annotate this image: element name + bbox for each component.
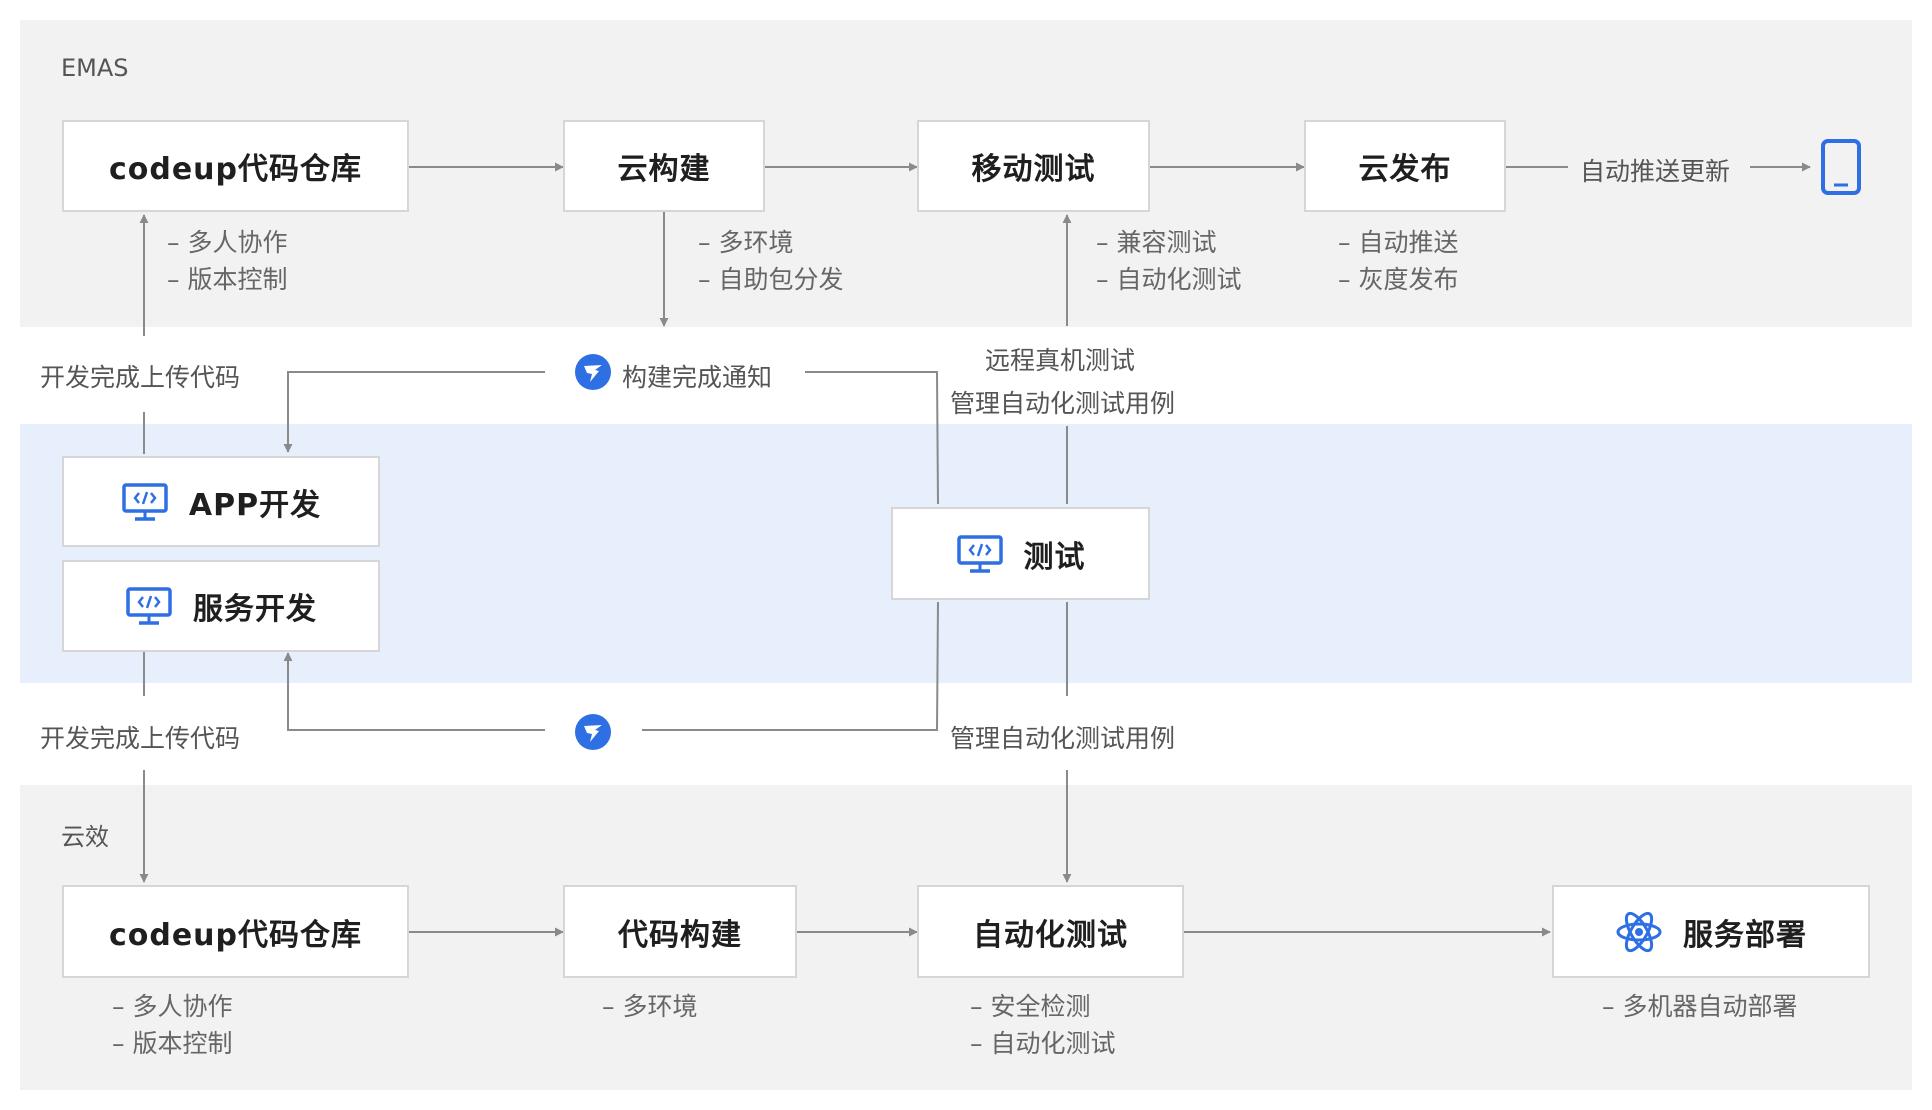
service-dev-node[interactable]: 服务开发 — [62, 560, 380, 652]
cloud-release-node[interactable]: 云发布 — [1304, 120, 1506, 212]
yunxiao-codeup-repo-label: codeup代码仓库 — [108, 917, 363, 953]
code-build-notes: 多环境 — [602, 988, 697, 1025]
code-build-node[interactable]: 代码构建 — [563, 885, 797, 978]
dingtalk-notify-icon — [575, 354, 611, 390]
build-notice-label: 构建完成通知 — [622, 363, 773, 392]
line-build-notice-to-test — [805, 371, 939, 505]
note-item: 版本控制 — [112, 1025, 232, 1062]
code-monitor-icon — [956, 534, 1004, 574]
note-item: 多机器自动部署 — [1602, 988, 1797, 1025]
test-node[interactable]: 测试 — [891, 507, 1150, 600]
code-build-label: 代码构建 — [618, 917, 742, 953]
atom-icon — [1615, 908, 1663, 956]
note-item: 多环境 — [698, 224, 843, 261]
arrow-bottom-notice-to-service-dev — [283, 652, 545, 731]
remote-device-test-label: 远程真机测试 — [985, 346, 1136, 375]
app-dev-node[interactable]: APP开发 — [62, 456, 380, 547]
emas-codeup-notes: 多人协作 版本控制 — [167, 224, 287, 298]
dingtalk-notify-icon — [575, 714, 611, 750]
arrow-build-notice-to-app-dev — [283, 371, 545, 453]
note-item: 兼容测试 — [1096, 224, 1241, 261]
yunxiao-band-label: 云效 — [61, 823, 109, 851]
emas-codeup-repo-node[interactable]: codeup代码仓库 — [62, 120, 409, 212]
mobile-test-notes: 兼容测试 自动化测试 — [1096, 224, 1241, 298]
yunxiao-codeup-repo-node[interactable]: codeup代码仓库 — [62, 885, 409, 978]
note-item: 自助包分发 — [698, 261, 843, 298]
note-item: 多人协作 — [112, 988, 232, 1025]
auto-test-label: 自动化测试 — [973, 917, 1128, 953]
line-test-to-bottom-notice — [642, 601, 939, 731]
auto-test-node[interactable]: 自动化测试 — [917, 885, 1184, 978]
note-item: 安全检测 — [970, 988, 1115, 1025]
manage-cases-label-bottom: 管理自动化测试用例 — [950, 724, 1176, 753]
emas-band-label: EMAS — [61, 54, 129, 82]
yunxiao-codeup-notes: 多人协作 版本控制 — [112, 988, 232, 1062]
note-item: 多环境 — [602, 988, 697, 1025]
cloud-release-notes: 自动推送 灰度发布 — [1338, 224, 1458, 298]
service-deploy-notes: 多机器自动部署 — [1602, 988, 1797, 1025]
note-item: 自动推送 — [1338, 224, 1458, 261]
mobile-test-node[interactable]: 移动测试 — [917, 120, 1150, 212]
note-item: 版本控制 — [167, 261, 287, 298]
cloud-build-notes: 多环境 自助包分发 — [698, 224, 843, 298]
service-deploy-node[interactable]: 服务部署 — [1552, 885, 1870, 978]
service-dev-label: 服务开发 — [193, 592, 317, 627]
app-dev-label: APP开发 — [188, 487, 322, 523]
note-item: 自动化测试 — [970, 1025, 1115, 1062]
mobile-test-label: 移动测试 — [971, 152, 1096, 187]
emas-codeup-repo-label: codeup代码仓库 — [108, 152, 363, 187]
cloud-build-label: 云构建 — [617, 152, 711, 187]
note-item: 自动化测试 — [1096, 261, 1241, 298]
auto-push-update-label: 自动推送更新 — [1580, 157, 1731, 186]
cloud-release-label: 云发布 — [1358, 152, 1452, 187]
code-monitor-icon — [121, 482, 169, 522]
test-label: 测试 — [1023, 539, 1086, 575]
service-deploy-label: 服务部署 — [1683, 917, 1807, 953]
manage-cases-label-top: 管理自动化测试用例 — [950, 389, 1176, 418]
note-item: 多人协作 — [167, 224, 287, 261]
upload-code-label-bottom: 开发完成上传代码 — [40, 724, 241, 753]
code-monitor-icon — [125, 586, 173, 626]
auto-test-notes: 安全检测 自动化测试 — [970, 988, 1115, 1062]
upload-code-label-top: 开发完成上传代码 — [40, 363, 241, 392]
mobile-phone-icon — [1821, 139, 1861, 195]
note-item: 灰度发布 — [1338, 261, 1458, 298]
cloud-build-node[interactable]: 云构建 — [563, 120, 765, 212]
